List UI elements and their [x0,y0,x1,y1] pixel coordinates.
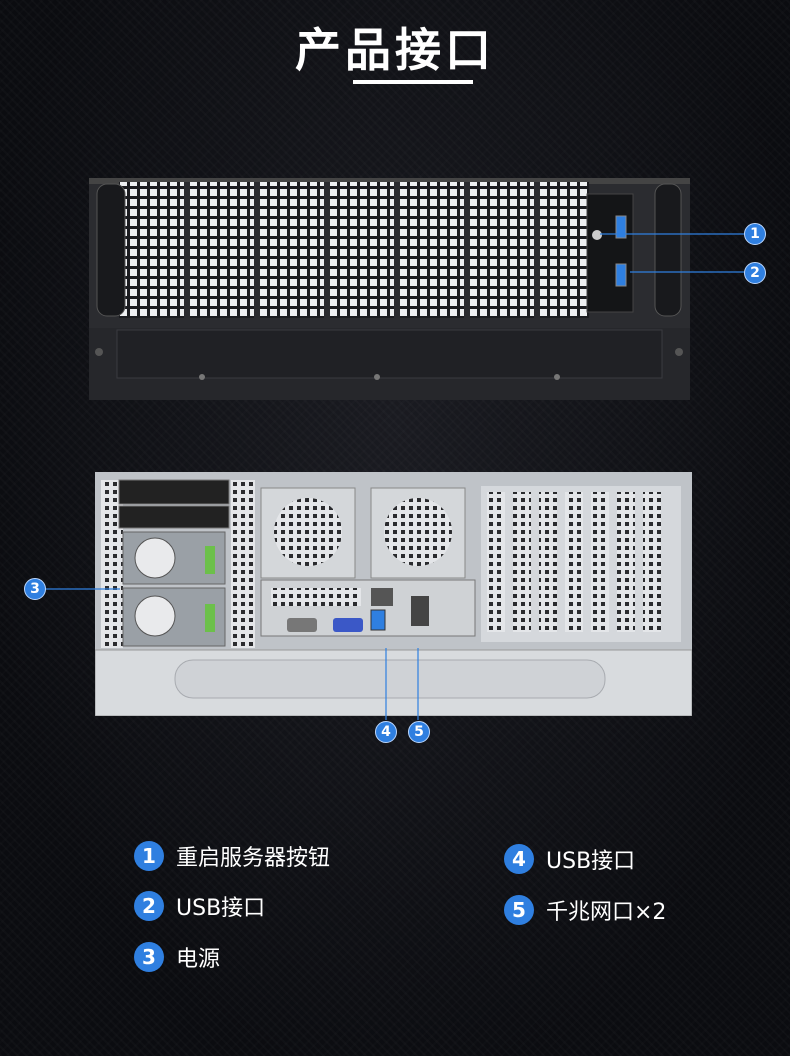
legend-item-4: 4 USB接口 [504,843,635,875]
callout-2: 2 [744,262,766,284]
callout-4: 4 [375,721,397,743]
legend-number: 3 [134,942,164,972]
callout-1: 1 [744,223,766,245]
legend-number: 5 [504,895,534,925]
legend-label: 电源 [176,947,221,972]
page-title: 产品接口 [295,23,495,77]
legend-number: 1 [134,841,164,871]
legend-item-2: 2 USB接口 [134,890,265,922]
legend-number: 4 [504,844,534,874]
legend-label: USB接口 [546,849,636,874]
callout-5: 5 [408,721,430,743]
legend-item-3: 3 电源 [134,941,220,973]
server-rear-image [95,472,692,716]
legend-item-5: 5 千兆网口×2 [504,894,666,926]
legend-label: 千兆网口×2 [546,900,667,925]
server-front-image [89,178,690,400]
legend-item-1: 1 重启服务器按钮 [134,840,330,872]
callout-3: 3 [24,578,46,600]
legend-label: USB接口 [176,896,266,921]
legend-number: 2 [134,891,164,921]
title-underline [353,80,473,84]
legend-label: 重启服务器按钮 [176,846,331,871]
